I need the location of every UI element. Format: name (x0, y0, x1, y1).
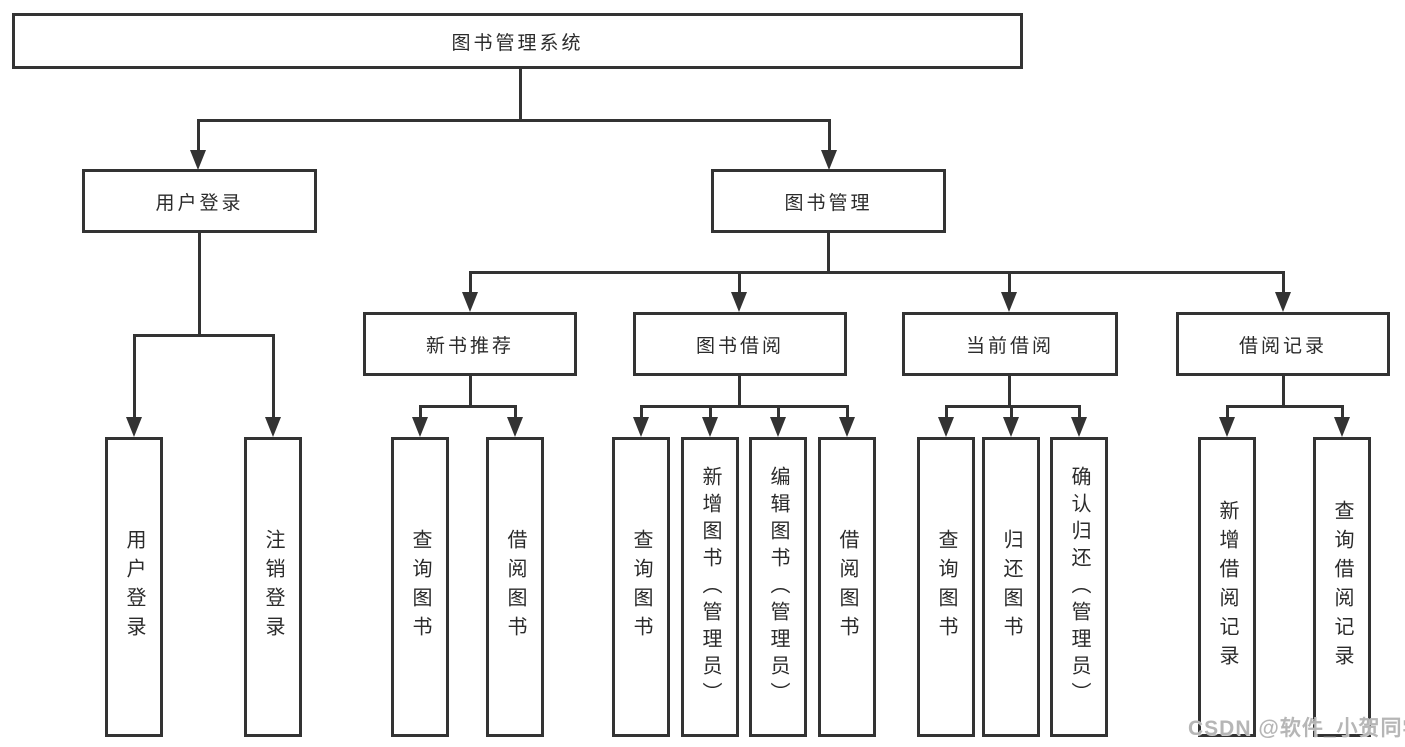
arrow-down-icon (1219, 417, 1235, 437)
arrow-down-icon (190, 150, 206, 170)
leaf-label: 借阅图书 (504, 529, 526, 645)
edge-drop-logout-leaf (272, 334, 275, 417)
arrow-down-icon (702, 417, 718, 437)
edge-drop-leaf (419, 405, 422, 417)
edge-drop-leaf (709, 405, 712, 417)
edge-book-management-hline (469, 271, 1285, 274)
arrow-down-icon (1003, 417, 1019, 437)
arrow-down-icon (1334, 417, 1350, 437)
edge-drop-book-management (828, 119, 831, 150)
edge-drop-new-book-recommend (469, 271, 472, 292)
leaf-user-login: 用户登录 (105, 437, 163, 737)
arrow-down-icon (938, 417, 954, 437)
arrow-down-icon (462, 292, 478, 312)
leaf-label: 借阅图书 (836, 529, 858, 645)
leaf-query-borrow-record: 查询借阅记录 (1313, 437, 1371, 737)
leaf-label: 归还图书 (1000, 529, 1022, 645)
leaf-query-books-2: 查询图书 (612, 437, 670, 737)
node-borrow-records: 借阅记录 (1176, 312, 1390, 376)
leaf-label: 编辑图书（管理员） (767, 465, 789, 709)
arrow-down-icon (839, 417, 855, 437)
edge-drop-user-login (197, 119, 200, 150)
edge-book-borrow-hline (640, 405, 848, 408)
csdn-watermark: CSDN @软件_小贺同学 (1188, 717, 1405, 740)
arrow-down-icon (1071, 417, 1087, 437)
arrow-down-icon (1001, 292, 1017, 312)
leaf-borrow-books-1: 借阅图书 (486, 437, 544, 737)
leaf-label: 确认归还（管理员） (1068, 465, 1090, 709)
edge-drop-leaf (1010, 405, 1013, 417)
edge-drop-leaf (640, 405, 643, 417)
arrow-down-icon (821, 150, 837, 170)
edge-drop-login-leaf (133, 334, 136, 417)
node-user-login: 用户登录 (82, 169, 317, 233)
edge-drop-book-borrow (738, 271, 741, 292)
leaf-add-borrow-record: 新增借阅记录 (1198, 437, 1256, 737)
edge-drop-leaf (945, 405, 948, 417)
leaf-confirm-return-admin: 确认归还（管理员） (1050, 437, 1108, 737)
leaf-add-books-admin: 新增图书（管理员） (681, 437, 739, 737)
node-library-management-system: 图书管理系统 (12, 13, 1023, 69)
node-current-borrow: 当前借阅 (902, 312, 1118, 376)
leaf-label: 查询图书 (409, 529, 431, 645)
leaf-borrow-books-2: 借阅图书 (818, 437, 876, 737)
leaf-label: 查询借阅记录 (1331, 500, 1353, 674)
edge-drop-leaf (1341, 405, 1344, 417)
leaf-edit-books-admin: 编辑图书（管理员） (749, 437, 807, 737)
edge-drop-leaf (777, 405, 780, 417)
leaf-query-books-1: 查询图书 (391, 437, 449, 737)
edge-drop-current-borrow (1008, 271, 1011, 292)
leaf-return-books: 归还图书 (982, 437, 1040, 737)
arrow-down-icon (770, 417, 786, 437)
leaf-query-books-3: 查询图书 (917, 437, 975, 737)
edge-book-borrow-stem (738, 376, 741, 408)
edge-user-login-stem (198, 233, 201, 337)
edge-drop-borrow-records (1282, 271, 1285, 292)
leaf-label: 新增图书（管理员） (699, 465, 721, 709)
edge-new-book-stem (469, 376, 472, 408)
arrow-down-icon (126, 417, 142, 437)
edge-current-borrow-stem (1008, 376, 1011, 408)
edge-current-borrow-hline (945, 405, 1081, 408)
arrow-down-icon (265, 417, 281, 437)
edge-borrow-records-stem (1282, 376, 1285, 408)
edge-drop-leaf (514, 405, 517, 417)
leaf-label: 注销登录 (262, 529, 284, 645)
edge-root-stem (519, 69, 522, 121)
leaf-label: 查询图书 (630, 529, 652, 645)
node-book-borrow: 图书借阅 (633, 312, 847, 376)
edge-drop-leaf (1078, 405, 1081, 417)
edge-new-book-hline (419, 405, 517, 408)
arrow-down-icon (731, 292, 747, 312)
arrow-down-icon (412, 417, 428, 437)
node-book-management: 图书管理 (711, 169, 946, 233)
leaf-label: 查询图书 (935, 529, 957, 645)
edge-borrow-records-hline (1226, 405, 1344, 408)
edge-drop-leaf (846, 405, 849, 417)
edge-user-login-hline (133, 334, 275, 337)
edge-book-management-stem (827, 233, 830, 274)
edge-root-hline (197, 119, 831, 122)
leaf-logout: 注销登录 (244, 437, 302, 737)
node-new-book-recommend: 新书推荐 (363, 312, 577, 376)
edge-drop-leaf (1226, 405, 1229, 417)
leaf-label: 用户登录 (123, 529, 145, 645)
arrow-down-icon (633, 417, 649, 437)
arrow-down-icon (507, 417, 523, 437)
arrow-down-icon (1275, 292, 1291, 312)
leaf-label: 新增借阅记录 (1216, 500, 1238, 674)
